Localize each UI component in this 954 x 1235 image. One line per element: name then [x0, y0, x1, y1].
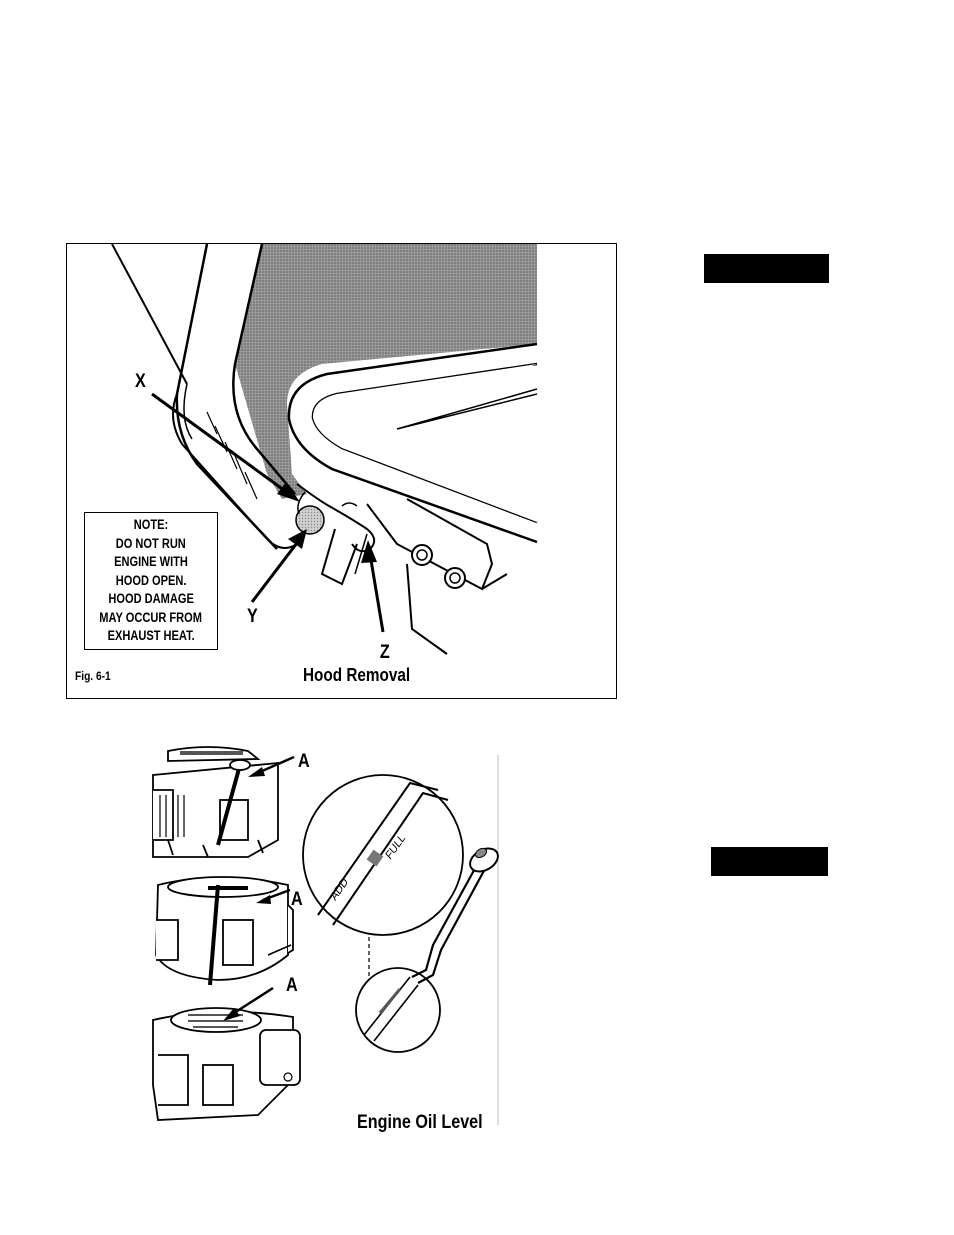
note-line: HOOD OPEN. [116, 572, 187, 591]
figure-title: Engine Oil Level [357, 1112, 483, 1134]
engine-oil-illustration [148, 745, 508, 1140]
figure-number: Fig. 6-1 [75, 669, 111, 683]
callout-a-top: A [298, 751, 310, 773]
callout-a-bottom: A [286, 975, 298, 997]
section-tab-upper [704, 254, 829, 283]
callout-x: X [135, 371, 146, 393]
note-line: HOOD DAMAGE [108, 590, 193, 609]
callout-y: Y [247, 606, 258, 628]
callout-z: Z [380, 642, 390, 664]
section-tab-lower [711, 847, 828, 876]
note-line: DO NOT RUN [116, 535, 186, 554]
note-line: ENGINE WITH [114, 553, 188, 572]
figure-title: Hood Removal [303, 665, 410, 686]
callout-a-middle: A [291, 889, 303, 911]
note-line: MAY OCCUR FROM [100, 609, 203, 628]
note-line: NOTE: [134, 516, 168, 535]
hood-warning-note: NOTE: DO NOT RUN ENGINE WITH HOOD OPEN. … [84, 512, 218, 650]
engine-oil-level-figure: A A A ADD FULL Engine Oil Level [148, 745, 508, 1140]
hood-removal-figure: X Y Z NOTE: DO NOT RUN ENGINE WITH HOOD … [66, 243, 617, 699]
note-line: EXHAUST HEAT. [107, 627, 194, 646]
